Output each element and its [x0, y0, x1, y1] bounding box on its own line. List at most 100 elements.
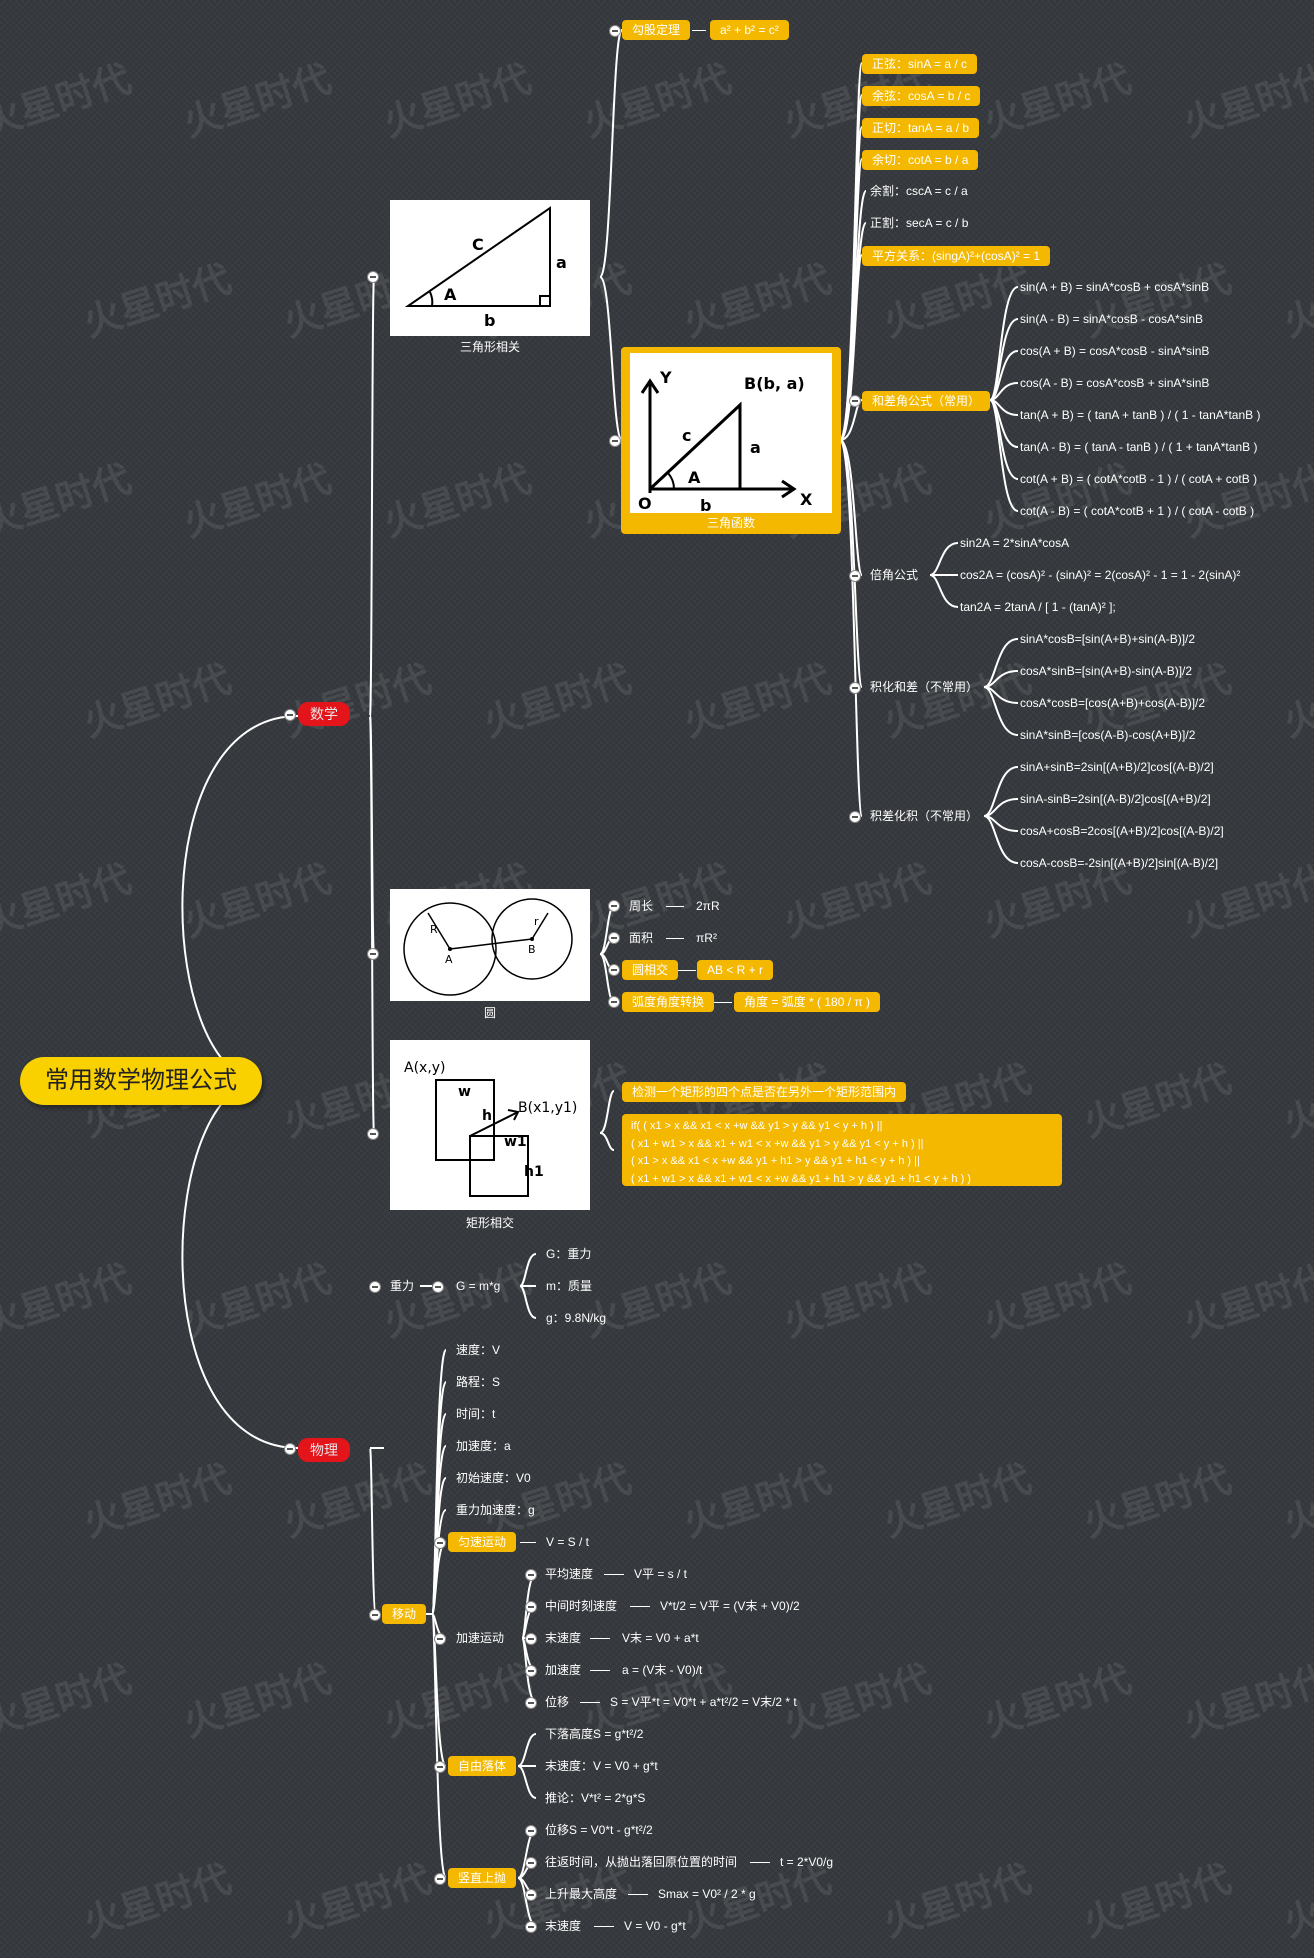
sum-diff-item[interactable]: cos(A - B) = cosA*cosB + sinA*sinB: [1020, 376, 1210, 390]
cos-node[interactable]: 余弦：cosA = b / c: [862, 86, 981, 106]
intersect-formula[interactable]: AB < R + r: [697, 960, 774, 980]
collapse-toggle-icon[interactable]: [434, 1761, 446, 1773]
product-to-sum-item[interactable]: cosA*sinB=[sin(A+B)-sin(A-B)]/2: [1020, 664, 1193, 678]
collapse-toggle-icon[interactable]: [609, 435, 621, 447]
sum-diff-item[interactable]: tan(A + B) = ( tanA + tanB ) / ( 1 - tan…: [1020, 408, 1261, 422]
accel-item-value[interactable]: V*t/2 = V平 = (V末 + V0)/2: [660, 1599, 800, 1613]
collapse-toggle-icon[interactable]: [434, 1633, 446, 1645]
freefall-node[interactable]: 自由落体: [448, 1756, 517, 1776]
vertical-throw-node[interactable]: 竖直上抛: [448, 1868, 517, 1888]
collapse-toggle-icon[interactable]: [434, 1537, 446, 1549]
cot-node[interactable]: 余切：cotA = b / a: [862, 150, 979, 170]
rect-code-node[interactable]: if( ( x1 > x && x1 < x +w && y1 > y && y…: [622, 1114, 1062, 1186]
sum-to-product-item[interactable]: sinA-sinB=2sin[(A-B)/2]cos[(A+B)/2]: [1020, 792, 1211, 806]
collapse-toggle-icon[interactable]: [367, 948, 379, 960]
collapse-toggle-icon[interactable]: [608, 996, 620, 1008]
sum-diff-item[interactable]: cot(A + B) = ( cotA*cotB - 1 ) / ( cotA …: [1020, 472, 1258, 486]
accel-item-key[interactable]: 加速度: [545, 1663, 582, 1677]
sum-to-product-item[interactable]: sinA+sinB=2sin[(A+B)/2]cos[(A-B)/2]: [1020, 760, 1214, 774]
uniform-motion-node[interactable]: 匀速运动: [448, 1532, 517, 1552]
collapse-toggle-icon[interactable]: [525, 1857, 537, 1869]
collapse-toggle-icon[interactable]: [367, 1128, 379, 1140]
sum-diff-item[interactable]: sin(A - B) = sinA*cosB - cosA*sinB: [1020, 312, 1204, 326]
pythagoras-formula[interactable]: a² + b² = c²: [710, 20, 789, 40]
accel-item-value[interactable]: a = (V末 - V0)/t: [622, 1663, 703, 1677]
gravity-node[interactable]: 重力: [390, 1279, 415, 1293]
collapse-toggle-icon[interactable]: [608, 964, 620, 976]
gravity-item[interactable]: g：9.8N/kg: [546, 1311, 607, 1325]
gravity-item[interactable]: m：质量: [546, 1279, 592, 1293]
move-var[interactable]: 初始速度：V0: [456, 1471, 531, 1485]
area-formula[interactable]: πR²: [696, 931, 717, 945]
vertical-item-key[interactable]: 上升最大高度: [545, 1887, 618, 1901]
collapse-toggle-icon[interactable]: [369, 1281, 381, 1293]
area-node[interactable]: 面积: [629, 931, 654, 945]
collapse-toggle-icon[interactable]: [525, 1633, 537, 1645]
collapse-toggle-icon[interactable]: [525, 1697, 537, 1709]
convert-formula[interactable]: 角度 = 弧度 * ( 180 / π ): [734, 992, 880, 1012]
collapse-toggle-icon[interactable]: [525, 1921, 537, 1933]
collapse-toggle-icon[interactable]: [367, 271, 379, 283]
collapse-toggle-icon[interactable]: [525, 1665, 537, 1677]
collapse-toggle-icon[interactable]: [849, 811, 861, 823]
sum-diff-node[interactable]: 和差角公式（常用）: [862, 391, 991, 411]
move-var[interactable]: 重力加速度：g: [456, 1503, 535, 1517]
accel-item-key[interactable]: 末速度: [545, 1631, 582, 1645]
physics-node[interactable]: 物理: [298, 1438, 350, 1462]
sum-to-product-item[interactable]: cosA-cosB=-2sin[(A+B)/2]sin[(A-B)/2]: [1020, 856, 1219, 870]
sum-to-product-node[interactable]: 积差化积（不常用）: [870, 809, 979, 823]
collapse-toggle-icon[interactable]: [849, 395, 861, 407]
perimeter-formula[interactable]: 2πR: [696, 899, 720, 913]
move-var[interactable]: 速度：V: [456, 1343, 501, 1357]
move-node[interactable]: 移动: [382, 1604, 427, 1624]
double-angle-item[interactable]: cos2A = (cosA)² - (sinA)² = 2(cosA)² - 1…: [960, 568, 1241, 582]
accel-item-value[interactable]: S = V平*t = V0*t + a*t²/2 = V末/2 * t: [610, 1695, 797, 1709]
accel-item-key[interactable]: 中间时刻速度: [545, 1599, 618, 1613]
product-to-sum-item[interactable]: cosA*cosB=[cos(A+B)+cos(A-B)]/2: [1020, 696, 1206, 710]
accel-item-key[interactable]: 位移: [545, 1695, 570, 1709]
move-var[interactable]: 路程：S: [456, 1375, 501, 1389]
sum-diff-item[interactable]: cot(A - B) = ( cotA*cotB + 1 ) / ( cotA …: [1020, 504, 1255, 518]
accel-motion-node[interactable]: 加速运动: [456, 1631, 505, 1645]
collapse-toggle-icon[interactable]: [525, 1825, 537, 1837]
accel-item-key[interactable]: 平均速度: [545, 1567, 594, 1581]
product-to-sum-node[interactable]: 积化和差（不常用）: [870, 680, 979, 694]
accel-item-value[interactable]: V平 = s / t: [634, 1567, 688, 1581]
uniform-formula[interactable]: V = S / t: [546, 1535, 590, 1549]
perimeter-node[interactable]: 周长: [629, 899, 654, 913]
vertical-item-value[interactable]: Smax = V0² / 2 * g: [658, 1887, 756, 1901]
pythag-identity-node[interactable]: 平方关系：(singA)²+(cosA)² = 1: [862, 246, 1051, 266]
collapse-toggle-icon[interactable]: [849, 682, 861, 694]
trig-card[interactable]: Y X O B(b, a) c a b A 三角函数: [621, 347, 841, 534]
intersect-node[interactable]: 圆相交: [622, 960, 679, 980]
accel-item-value[interactable]: V末 = V0 + a*t: [622, 1631, 699, 1645]
freefall-item[interactable]: 下落高度S = g*t²/2: [545, 1727, 644, 1741]
collapse-toggle-icon[interactable]: [525, 1601, 537, 1613]
gravity-item[interactable]: G：重力: [546, 1247, 592, 1261]
sum-to-product-item[interactable]: cosA+cosB=2cos[(A+B)/2]cos[(A-B)/2]: [1020, 824, 1224, 838]
vertical-item-value[interactable]: V = V0 - g*t: [624, 1919, 686, 1933]
gravity-formula-node[interactable]: G = m*g: [456, 1279, 501, 1293]
vertical-item-value[interactable]: t = 2*V0/g: [780, 1855, 834, 1869]
freefall-item[interactable]: 推论：V*t² = 2*g*S: [545, 1791, 646, 1805]
collapse-toggle-icon[interactable]: [608, 900, 620, 912]
tan-node[interactable]: 正切：tanA = a / b: [862, 118, 980, 138]
csc-node[interactable]: 余割：cscA = c / a: [870, 184, 968, 198]
pythagoras-node[interactable]: 勾股定理: [622, 20, 691, 40]
math-node[interactable]: 数学: [298, 702, 350, 726]
sec-node[interactable]: 正割：secA = c / b: [870, 216, 969, 230]
collapse-toggle-icon[interactable]: [432, 1281, 444, 1293]
collapse-toggle-icon[interactable]: [525, 1889, 537, 1901]
collapse-toggle-icon[interactable]: [609, 25, 621, 37]
sum-diff-item[interactable]: cos(A + B) = cosA*cosB - sinA*sinB: [1020, 344, 1210, 358]
rect-desc-node[interactable]: 检测一个矩形的四个点是否在另外一个矩形范围内: [622, 1082, 907, 1102]
double-angle-node[interactable]: 倍角公式: [870, 568, 919, 582]
sin-node[interactable]: 正弦：sinA = a / c: [862, 54, 978, 74]
collapse-toggle-icon[interactable]: [849, 570, 861, 582]
collapse-toggle-icon[interactable]: [369, 1609, 381, 1621]
move-var[interactable]: 加速度：a: [456, 1439, 511, 1453]
vertical-item-key[interactable]: 末速度: [545, 1919, 582, 1933]
collapse-toggle-icon[interactable]: [284, 709, 296, 721]
product-to-sum-item[interactable]: sinA*sinB=[cos(A-B)-cos(A+B)]/2: [1020, 728, 1196, 742]
sum-diff-item[interactable]: sin(A + B) = sinA*cosB + cosA*sinB: [1020, 280, 1210, 294]
